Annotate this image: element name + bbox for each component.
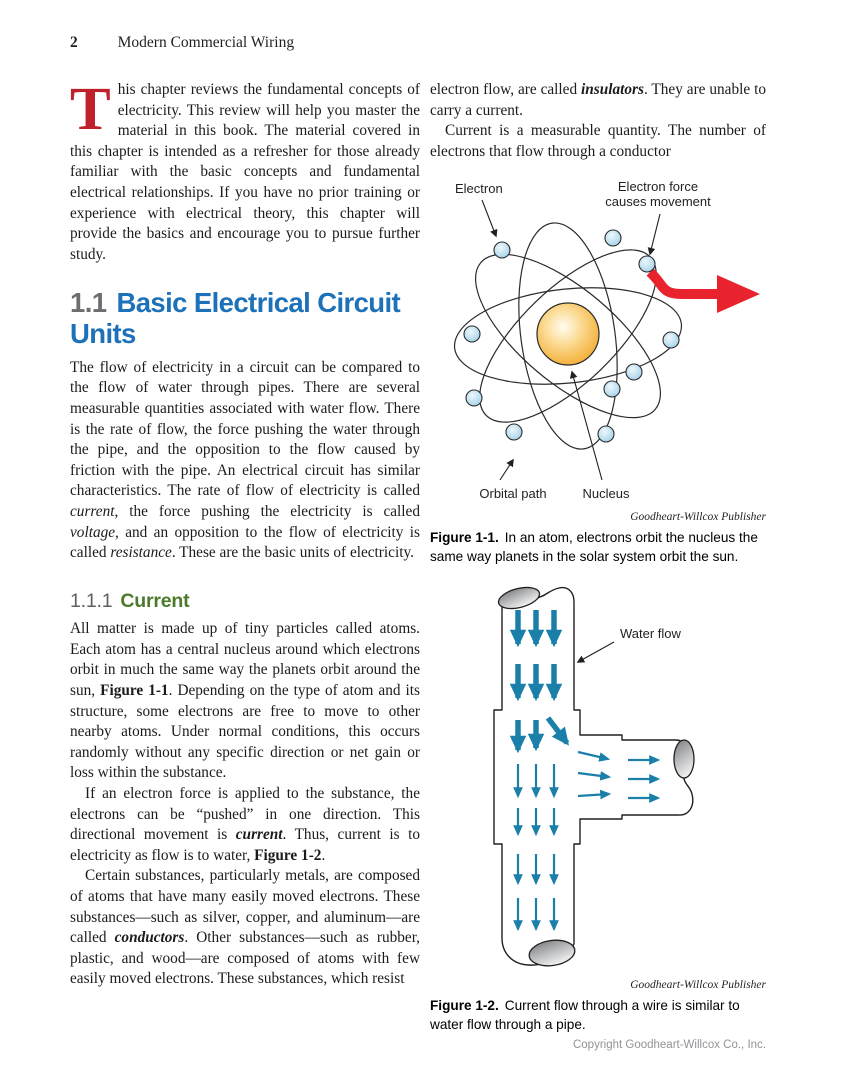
pipe-outline	[493, 587, 694, 967]
pipe-diagram: Water flow	[493, 587, 695, 967]
current-paragraph-3: Certain substances, particularly metals,…	[70, 867, 421, 988]
electron-force-label-line1: Electron force	[618, 179, 698, 194]
subsection-heading-1-1-1: 1.1.1 Current	[70, 589, 420, 612]
section-title: Basic Electrical Circuit Units	[70, 287, 401, 349]
current-paragraph-2: If an electron force is applied to the s…	[70, 784, 420, 864]
drop-cap: T	[70, 76, 111, 143]
electrons	[463, 229, 680, 443]
pipe-top-cap	[497, 587, 541, 610]
nucleus	[536, 302, 600, 366]
figure-1-1-caption: Figure 1-1.In an atom, electrons orbit t…	[430, 528, 766, 566]
continuation-paragraph-1: electron flow, are called insulators. Th…	[430, 81, 766, 119]
callout-lines	[481, 200, 661, 481]
right-column: electron flow, are called insulators. Th…	[430, 80, 766, 1034]
figure-1-2-caption-label: Figure 1-2.	[430, 998, 499, 1014]
subsection-title: Current	[120, 589, 190, 612]
water-flow-callout-line	[576, 641, 615, 664]
figure-1-1-caption-label: Figure 1-1.	[430, 530, 499, 546]
running-title: Modern Commercial Wiring	[117, 34, 295, 51]
figure-1-1-credit: Goodheart-Willcox Publisher	[630, 511, 766, 524]
section-number: 1.1	[70, 287, 107, 319]
electron-force-label-line2: causes movement	[605, 194, 711, 209]
intro-text: his chapter reviews the fundamental conc…	[70, 81, 420, 263]
section-1-1-paragraph: The flow of electricity in a circuit can…	[70, 358, 420, 562]
figure-1-2: Water flow Goodheart-Willcox Publisher F…	[430, 582, 766, 1034]
water-flow-arrows-thin	[513, 751, 661, 932]
water-flow-arrows-thick	[509, 610, 570, 754]
pipe-bottom-cap	[528, 939, 576, 967]
figure-1-1-caption-text: In an atom, electrons orbit the nucleus …	[430, 530, 758, 565]
orbital-path-label: Orbital path	[479, 486, 546, 501]
figure-1-1: Electron Electron force causes movement …	[430, 176, 766, 566]
pipe-side-cap	[673, 739, 695, 780]
atom-diagram: Electron Electron force causes movement …	[453, 179, 760, 501]
figure-1-2-caption: Figure 1-2.Current flow through a wire i…	[430, 996, 766, 1034]
figure-1-2-credit: Goodheart-Willcox Publisher	[630, 979, 766, 992]
subsection-number: 1.1.1	[70, 589, 113, 612]
figure-1-2-caption-text: Current flow through a wire is similar t…	[430, 998, 740, 1033]
water-flow-label: Water flow	[620, 626, 682, 641]
electron-label: Electron	[455, 181, 503, 196]
running-head: 2 Modern Commercial Wiring	[70, 34, 294, 52]
current-paragraph-1: All matter is made up of tiny particles …	[70, 620, 420, 782]
copyright-notice: Copyright Goodheart-Willcox Co., Inc.	[572, 1039, 766, 1051]
page-number: 2	[70, 34, 78, 51]
electron-force-arrow	[646, 268, 760, 314]
nucleus-label: Nucleus	[583, 486, 630, 501]
continuation-paragraph-2: Current is a measurable quantity. The nu…	[430, 122, 766, 160]
